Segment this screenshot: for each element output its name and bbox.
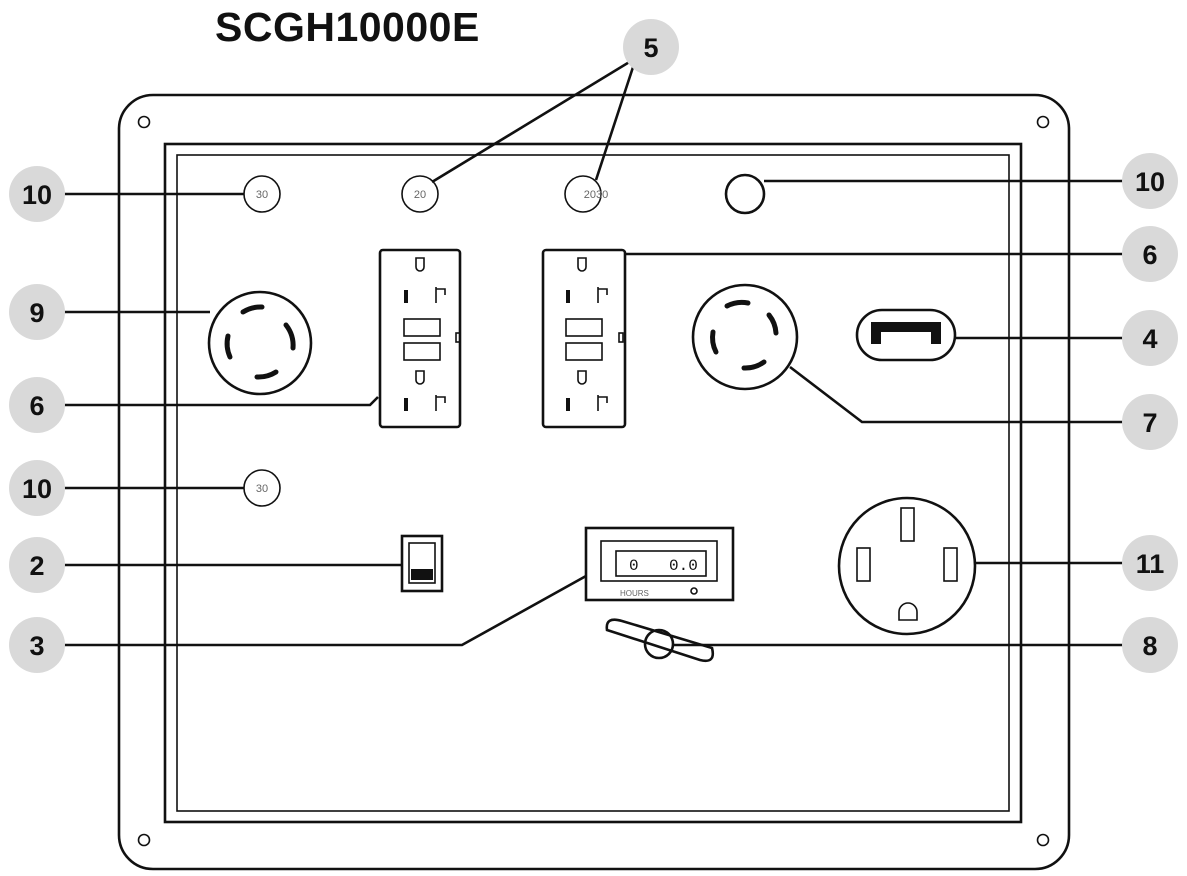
callout-number: 4: [1142, 324, 1157, 354]
callout-number: 2: [29, 551, 44, 581]
inner-frame-inner: [176, 154, 1010, 812]
callout-10-mid-left: 10: [9, 460, 65, 516]
outer-plate: [117, 93, 1071, 871]
callout-number: 6: [1142, 240, 1157, 270]
mounting-hole: [137, 115, 151, 129]
breaker-label: 30: [256, 189, 268, 201]
callout-2: 2: [9, 537, 65, 593]
callout-number: 8: [1142, 631, 1157, 661]
callout-4: 4: [1122, 310, 1178, 366]
hour-meter-digit-right: 0.0: [669, 557, 698, 575]
breaker-label: 30: [256, 483, 268, 495]
callout-number: 5: [643, 33, 658, 63]
callout-8: 8: [1122, 617, 1178, 673]
breaker-unlabeled[interactable]: [724, 173, 766, 215]
twist-lock-outlet-left: [207, 290, 313, 396]
outlet-50a: [837, 496, 977, 636]
callout-6-left: 6: [9, 377, 65, 433]
mounting-hole: [137, 833, 151, 847]
callout-number: 10: [1135, 167, 1165, 197]
callout-number: 3: [29, 631, 44, 661]
callout-number: 11: [1136, 549, 1165, 579]
callout-10-top-right: 10: [1122, 153, 1178, 209]
callout-9: 9: [9, 284, 65, 340]
callout-6-right: 6: [1122, 226, 1178, 282]
callout-number: 7: [1142, 408, 1157, 438]
breaker-label: 20: [414, 189, 426, 201]
model-title: SCGH10000E: [215, 4, 480, 50]
mounting-hole: [1036, 833, 1050, 847]
callout-10-top-left: 10: [9, 166, 65, 222]
hour-meter-digit-left: 0: [629, 557, 639, 575]
inner-frame-outer: [163, 142, 1023, 824]
breaker-30-top[interactable]: 30: [243, 175, 281, 213]
breaker-20[interactable]: 20: [401, 175, 439, 213]
breaker-30-mid[interactable]: 30: [243, 469, 281, 507]
gfci-duplex-right: [541, 248, 627, 429]
mounting-hole: [1036, 115, 1050, 129]
callout-11: 11: [1122, 535, 1178, 591]
handle-icon: [855, 308, 957, 362]
callout-5: 5: [623, 19, 679, 75]
gfci-duplex-left: [378, 248, 462, 429]
leader-lines: [56, 56, 1133, 647]
callout-number: 6: [29, 391, 44, 421]
breaker-2030[interactable]: 2030: [564, 175, 608, 213]
rocker-switch[interactable]: [400, 534, 444, 593]
callout-number: 10: [22, 474, 52, 504]
callout-3: 3: [9, 617, 65, 673]
callout-7: 7: [1122, 394, 1178, 450]
twist-lock-outlet-right: [691, 283, 799, 391]
breaker-label: 2030: [584, 189, 608, 201]
callout-number: 9: [29, 298, 44, 328]
fuel-knob[interactable]: [605, 618, 715, 663]
callout-number: 10: [22, 180, 52, 210]
hour-meter: 0 0.0 HOURS: [584, 526, 735, 602]
hour-meter-caption: HOURS: [620, 589, 649, 598]
